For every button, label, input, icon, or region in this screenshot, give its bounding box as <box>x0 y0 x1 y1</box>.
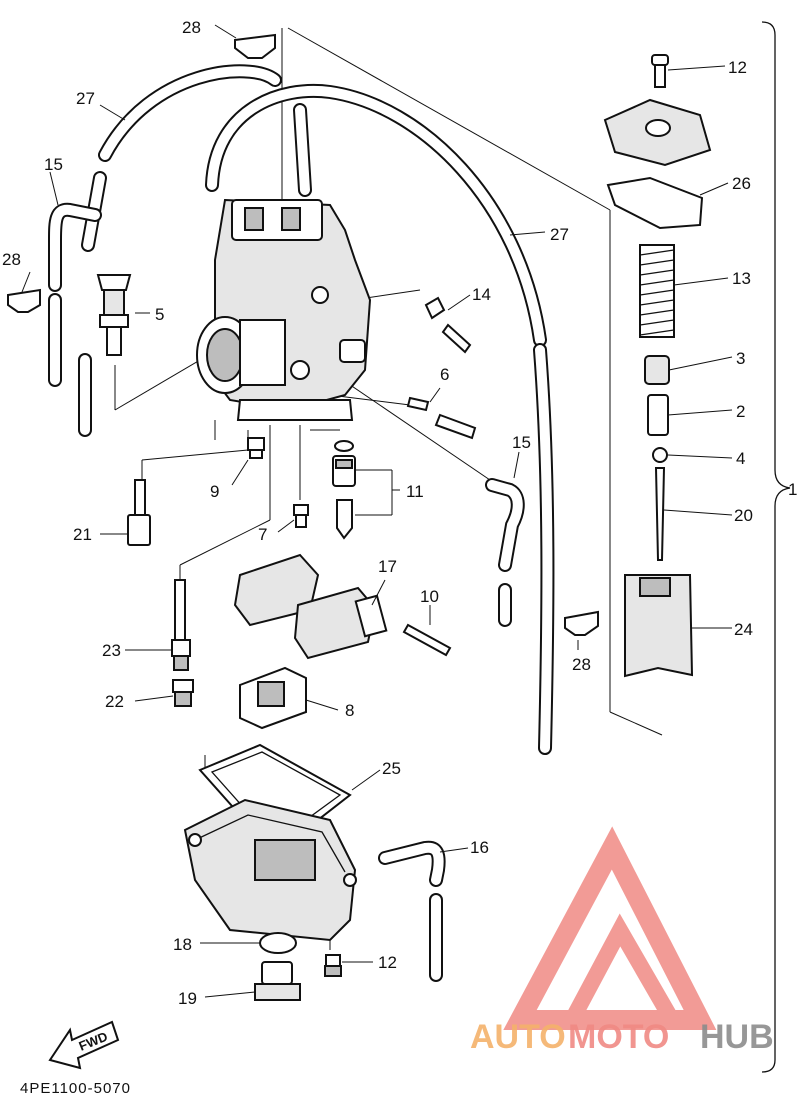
callout-3: 3 <box>736 349 745 368</box>
clip-4 <box>652 447 668 463</box>
svg-text:MOTO: MOTO <box>568 1018 669 1056</box>
main-jet-22 <box>172 679 194 707</box>
clip-28-right <box>564 610 599 636</box>
callout-23: 23 <box>102 641 121 660</box>
callout-13: 13 <box>732 269 751 288</box>
callout-6: 6 <box>440 365 449 384</box>
needle-jet-23 <box>171 579 191 671</box>
float-pin-10 <box>402 623 452 657</box>
leader-lines <box>21 24 733 998</box>
jet-needle-20 <box>654 467 666 561</box>
pilot-jet-21 <box>127 479 151 546</box>
callout-8: 8 <box>345 701 354 720</box>
hose-15-left <box>48 202 102 292</box>
callout-27: 27 <box>550 225 569 244</box>
watermark-logo <box>503 826 717 1030</box>
guide-lines <box>114 27 663 950</box>
callout-27: 27 <box>76 89 95 108</box>
callout-1: 1 <box>788 480 797 499</box>
watermark-text: AUTO MOTO HUB <box>470 1018 774 1056</box>
holder-3 <box>644 355 670 385</box>
screw-7 <box>293 504 309 528</box>
screw-12-lower <box>324 954 342 977</box>
clip-28-top <box>234 33 276 59</box>
starter-plunger-5 <box>96 274 132 356</box>
callout-21: 21 <box>73 525 92 544</box>
throttle-stop-screw-6 <box>406 396 477 440</box>
callout-15: 15 <box>44 155 63 174</box>
callout-28: 28 <box>182 18 201 37</box>
callout-18: 18 <box>173 935 192 954</box>
callout-16: 16 <box>470 838 489 857</box>
callout-17: 17 <box>378 557 397 576</box>
callout-12: 12 <box>378 953 397 972</box>
callout-11: 11 <box>406 482 424 501</box>
top-cover <box>603 98 712 167</box>
plug-9 <box>247 437 265 459</box>
needle-valve-11 <box>332 440 356 540</box>
callout-19: 19 <box>178 989 197 1008</box>
callout-28: 28 <box>572 655 591 674</box>
callout-9: 9 <box>210 482 219 501</box>
callout-25: 25 <box>382 759 401 778</box>
callout-26: 26 <box>732 174 751 193</box>
callout-2: 2 <box>736 402 745 421</box>
svg-text:AUTO: AUTO <box>470 1018 566 1056</box>
callout-28: 28 <box>2 250 21 269</box>
screw-12-upper <box>651 54 669 88</box>
throttle-valve-24 <box>624 574 694 678</box>
carburetor-body <box>196 198 372 421</box>
callout-12: 12 <box>728 58 747 77</box>
callout-14: 14 <box>472 285 491 304</box>
o-ring-18 <box>259 932 297 954</box>
float-bracket-8 <box>239 666 307 730</box>
float-17 <box>233 553 388 660</box>
callout-15: 15 <box>512 433 531 452</box>
callout-10: 10 <box>420 587 439 606</box>
vent-hose-27 <box>48 64 555 755</box>
callout-24: 24 <box>734 620 753 639</box>
drain-hose-16 <box>378 840 446 982</box>
svg-text:HUB: HUB <box>700 1018 774 1056</box>
assembly-bracket <box>761 21 791 1073</box>
callout-labels: 28 27 15 28 5 27 14 6 15 11 9 7 21 17 10… <box>2 18 753 1008</box>
spring-13 <box>639 244 675 338</box>
clip-28-left <box>7 288 41 313</box>
gasket-26 <box>606 176 704 230</box>
diagram-code: 4PE1100-5070 <box>20 1080 131 1097</box>
pilot-screw-14 <box>424 296 472 354</box>
clip-2 <box>647 394 669 436</box>
hose-15-right <box>485 478 525 627</box>
callout-4: 4 <box>736 449 745 468</box>
callout-5: 5 <box>155 305 164 324</box>
callout-22: 22 <box>105 692 124 711</box>
callout-20: 20 <box>734 506 753 525</box>
callout-7: 7 <box>258 525 267 544</box>
float-chamber <box>183 798 357 942</box>
fwd-arrow-icon: FWD <box>48 1020 120 1070</box>
drain-plug-19 <box>254 961 301 1001</box>
